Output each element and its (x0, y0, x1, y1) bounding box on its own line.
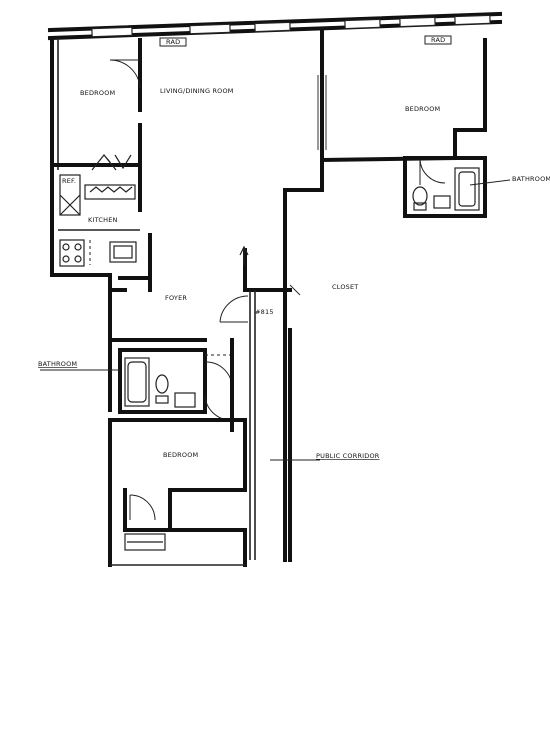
label-kitchen: KITCHEN (88, 216, 118, 224)
bottom-bedroom-walls (108, 418, 247, 567)
foyer-walls (108, 245, 292, 562)
left-bedroom-walls (50, 36, 142, 277)
exterior-top-wall (47, 11, 503, 47)
label-rad-left: RAD (166, 38, 180, 46)
label-rad-right: RAD (431, 36, 445, 44)
label-public-corridor: PUBLIC CORRIDOR (316, 452, 380, 460)
label-bedroom-bottom: BEDROOM (163, 451, 198, 459)
leader-lines (40, 179, 511, 461)
label-bathroom-left: BATHROOM (38, 360, 77, 368)
kitchen-block (50, 174, 152, 292)
label-closet: CLOSET (332, 283, 358, 291)
label-refrigerator: REF. (62, 177, 76, 185)
label-unit-number: #815 (255, 308, 274, 316)
left-bathroom-block (108, 338, 234, 432)
label-bedroom-right: BEDROOM (405, 105, 440, 113)
living-right-walls (283, 30, 487, 292)
label-bedroom-left: BEDROOM (80, 89, 115, 97)
label-bathroom-right: BATHROOM (512, 175, 550, 183)
label-foyer: FOYER (165, 294, 187, 302)
label-living-dining: LIVING/DINING ROOM (160, 87, 234, 95)
right-bathroom-block (403, 156, 487, 218)
